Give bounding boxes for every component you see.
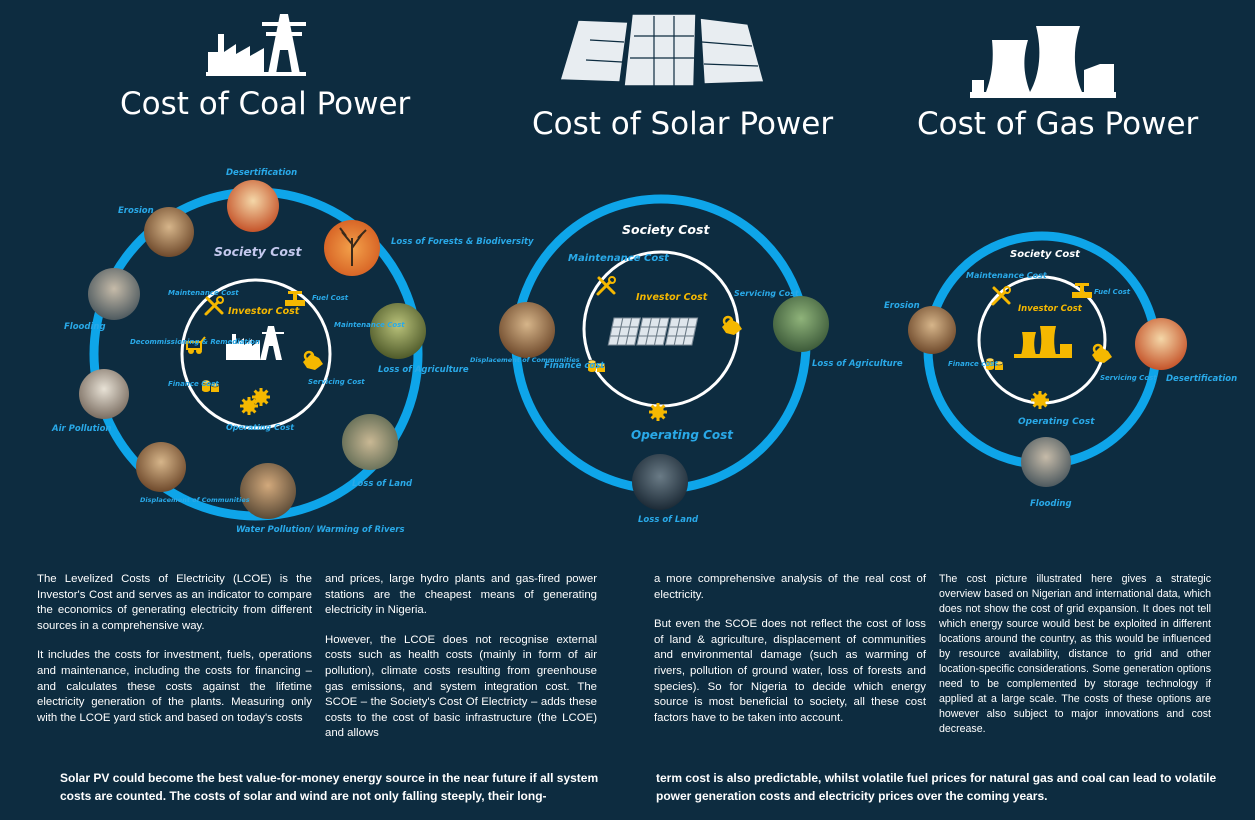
coal-servicing-hand-icon bbox=[301, 350, 325, 372]
solar-land-photo bbox=[632, 454, 688, 510]
solar-society-label: Society Cost bbox=[622, 222, 710, 237]
coal-diagram: Society Cost Investor Cost Maintenance C… bbox=[51, 168, 534, 535]
coal-flooding-label: Flooding bbox=[64, 322, 106, 332]
solar-servicing-label: Servicing Cost bbox=[734, 289, 800, 298]
coal-displacement-photo bbox=[136, 442, 186, 492]
coal-water-photo bbox=[240, 463, 296, 519]
coal-desertification-label: Desertification bbox=[226, 168, 297, 178]
solar-displacement-photo bbox=[499, 302, 555, 358]
col1-paragraph-1: The Levelized Costs of Electricity (LCOE… bbox=[37, 573, 312, 632]
coal-land-label: Loss of Land bbox=[352, 479, 413, 489]
coal-maintenance-label: Maintenance Cost bbox=[168, 289, 239, 297]
text-column-4: The cost picture illustrated here gives … bbox=[939, 572, 1211, 751]
solar-displacement-label: Displacement of Communities bbox=[470, 356, 580, 364]
coal-land-photo bbox=[342, 414, 398, 470]
solar-title: Cost of Solar Power bbox=[532, 106, 834, 142]
gas-servicing-label: Servicing Cost bbox=[1100, 374, 1157, 382]
coal-maintenance-wrench-icon bbox=[204, 295, 225, 316]
text-column-2: and prices, large hydro plants and gas-f… bbox=[325, 572, 597, 756]
solar-panels-icon bbox=[559, 13, 765, 87]
coal-erosion-label: Erosion bbox=[118, 206, 154, 216]
solar-maintenance-label: Maintenance Cost bbox=[568, 253, 670, 264]
coal-agriculture-photo bbox=[370, 303, 426, 359]
coal-maintenance-right-label: Maintenance Cost bbox=[334, 321, 405, 329]
gas-desertification-photo bbox=[1135, 318, 1187, 370]
coal-operating-gear-small-icon bbox=[250, 386, 272, 408]
summary-right: term cost is also predictable, whilst vo… bbox=[656, 771, 1217, 803]
col1-paragraph-2: It includes the costs for investment, fu… bbox=[37, 649, 312, 724]
coal-agriculture-label: Loss of Agriculture bbox=[378, 365, 469, 375]
summary-left: Solar PV could become the best value-for… bbox=[60, 771, 599, 803]
coal-fuel-label: Fuel Cost bbox=[312, 294, 349, 302]
gas-erosion-label: Erosion bbox=[884, 301, 920, 311]
coal-investor-label: Investor Cost bbox=[228, 306, 300, 317]
gas-operating-label: Operating Cost bbox=[1018, 417, 1095, 427]
gas-flooding-photo bbox=[1021, 437, 1071, 487]
solar-diagram: Society Cost Investor Cost Maintenance C… bbox=[470, 194, 903, 525]
coal-finance-label: Finance Cost bbox=[168, 380, 219, 388]
solar-finance-label: Finance cost bbox=[544, 361, 605, 371]
solar-investor-label: Investor Cost bbox=[636, 292, 708, 303]
coal-operating-label: Operating Cost bbox=[226, 423, 295, 432]
gas-finance-label: Finance cost bbox=[948, 360, 998, 368]
gas-title: Cost of Gas Power bbox=[917, 106, 1199, 142]
text-column-1: The Levelized Costs of Electricity (LCOE… bbox=[37, 572, 312, 740]
coal-operating-gear-icon bbox=[238, 395, 260, 417]
coal-investor-ring bbox=[180, 278, 332, 430]
col4-paragraph-1: The cost picture illustrated here gives … bbox=[939, 573, 1211, 735]
gas-cooling-towers-icon bbox=[970, 26, 1116, 98]
coal-servicing-label: Servicing Cost bbox=[308, 378, 365, 386]
gas-maintenance-label: Maintenance Cost bbox=[966, 271, 1048, 280]
coal-factory-icon bbox=[206, 14, 306, 76]
coal-air-label: Air Pollution bbox=[51, 424, 111, 434]
coal-air-pollution-photo bbox=[79, 369, 129, 419]
gas-fuel-label: Fuel Cost bbox=[1094, 288, 1131, 296]
gas-investor-label: Investor Cost bbox=[1018, 304, 1083, 314]
col3-paragraph-1: a more comprehensive analysis of the rea… bbox=[654, 573, 926, 601]
solar-center-panels-icon bbox=[607, 317, 699, 346]
gas-desertification-label: Desertification bbox=[1166, 374, 1237, 384]
solar-agriculture-photo bbox=[773, 296, 829, 352]
col3-paragraph-2: But even the SCOE does not reflect the c… bbox=[654, 618, 926, 724]
coal-desertification-photo bbox=[227, 180, 279, 232]
coal-forests-label: Loss of Forests & Biodiversity bbox=[391, 237, 534, 247]
col2-paragraph-1: and prices, large hydro plants and gas-f… bbox=[325, 573, 597, 617]
solar-agriculture-label: Loss of Agriculture bbox=[812, 359, 903, 369]
text-column-3: a more comprehensive analysis of the rea… bbox=[654, 572, 926, 740]
coal-society-label: Society Cost bbox=[214, 244, 302, 259]
gas-center-towers-icon bbox=[1014, 326, 1072, 358]
solar-operating-gear-icon bbox=[647, 401, 669, 423]
coal-flooding-photo bbox=[88, 268, 140, 320]
coal-fuel-valve-icon bbox=[285, 291, 305, 306]
gas-operating-gear-icon bbox=[1029, 389, 1051, 411]
solar-operating-label: Operating Cost bbox=[631, 428, 734, 442]
coal-decommissioning-label: Decommissioning & Remediation bbox=[130, 338, 260, 346]
coal-tree-icon bbox=[339, 227, 367, 266]
coal-water-label: Water Pollution/ Warming of Rivers bbox=[236, 525, 405, 535]
coal-title: Cost of Coal Power bbox=[120, 86, 411, 122]
cost-diagrams: Society Cost Investor Cost Maintenance C… bbox=[51, 13, 1237, 535]
solar-land-label: Loss of Land bbox=[638, 515, 699, 525]
gas-erosion-photo bbox=[908, 306, 956, 354]
coal-center-factory-icon bbox=[226, 326, 284, 360]
gas-servicing-hand-icon bbox=[1090, 343, 1114, 365]
gas-diagram: Society Cost Investor Cost Maintenance C… bbox=[884, 231, 1237, 509]
coal-erosion-photo bbox=[144, 207, 194, 257]
coal-displacement-label: Displacement of Communities bbox=[140, 496, 250, 504]
solar-maintenance-wrench-icon bbox=[596, 275, 617, 296]
col2-paragraph-2: However, the LCOE does not recognise ext… bbox=[325, 633, 597, 740]
gas-flooding-label: Flooding bbox=[1030, 499, 1072, 509]
gas-society-label: Society Cost bbox=[1010, 249, 1081, 260]
gas-fuel-valve-icon bbox=[1072, 283, 1092, 298]
